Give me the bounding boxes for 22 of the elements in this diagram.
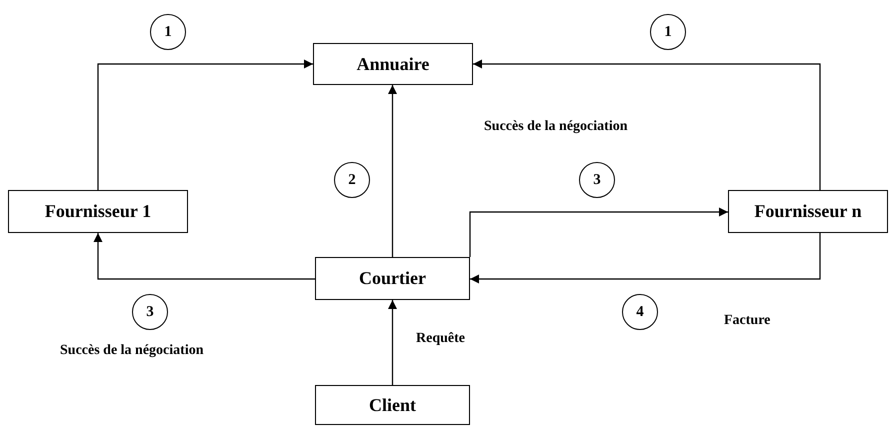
- arrow: [388, 300, 397, 385]
- entity-box: Fournisseur n: [728, 190, 888, 233]
- step-number: 2: [334, 162, 370, 198]
- arrow: [473, 60, 821, 190]
- arrow: [94, 233, 315, 280]
- step-number: 1: [150, 14, 186, 50]
- note-text: Facture: [724, 313, 770, 329]
- entity-box: Client: [315, 385, 470, 425]
- arrow: [469, 208, 728, 257]
- arrow: [388, 85, 397, 257]
- step-number: 4: [622, 294, 658, 330]
- note-text: Requête: [416, 331, 465, 347]
- entity-box: Courtier: [315, 257, 470, 300]
- entity-box: Annuaire: [313, 43, 473, 85]
- step-number: 3: [132, 294, 168, 330]
- note-text: Succès de la négociation: [484, 119, 628, 135]
- note-text: Succès de la négociation: [60, 343, 204, 359]
- step-number: 3: [579, 162, 615, 198]
- arrow: [97, 60, 313, 190]
- step-number: 1: [650, 14, 686, 50]
- arrow: [470, 233, 821, 284]
- entity-box: Fournisseur 1: [8, 190, 188, 233]
